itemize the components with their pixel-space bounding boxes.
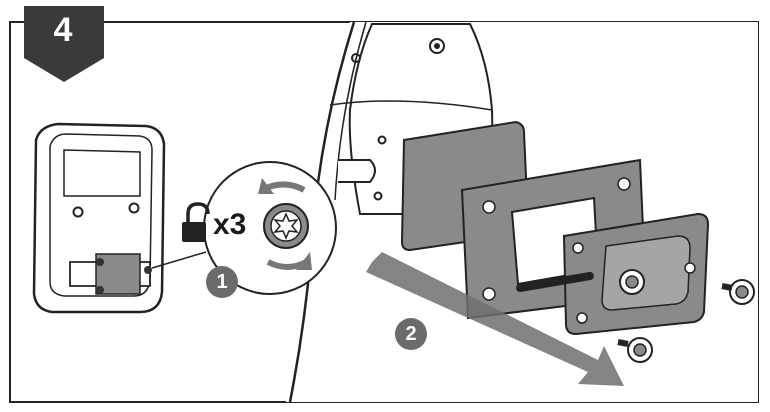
latch-plate-hole-3 (576, 312, 588, 324)
latch-plate-hole-1 (572, 242, 584, 254)
counterclockwise-rotation-arrows-icon (258, 178, 312, 270)
removal-direction-arrow-icon (366, 252, 624, 386)
mounting-shaft (338, 159, 376, 183)
rail-hole-top-inner (434, 43, 440, 49)
step-badge-2 (395, 318, 427, 350)
loose-screw-right (721, 279, 755, 305)
wall-edge-inner (334, 21, 367, 201)
lock-unit-bevel (63, 149, 141, 197)
callout-leader (151, 251, 207, 269)
rail-hole-top (429, 38, 445, 54)
latch-housing (601, 235, 691, 311)
latch-rod (516, 272, 594, 292)
rail-hole-mid (377, 135, 387, 145)
bracket-hole-1 (482, 200, 496, 214)
lock-unit-hole-right (128, 202, 140, 214)
step-number: 4 (53, 10, 73, 49)
rail-hole-low (373, 191, 383, 201)
latch-knob-inner (625, 275, 639, 289)
lock-unit-screw-2 (96, 286, 104, 294)
lock-unit-hole-left (72, 206, 84, 218)
bracket-hole-3 (482, 287, 496, 301)
screw-count-label: x3 (213, 208, 247, 241)
lock-unit-screw-1 (96, 258, 104, 266)
badge-number-2: 2 (405, 322, 417, 345)
badge-number-1: 1 (216, 270, 228, 293)
lock-unit-screw-3 (144, 266, 152, 274)
latch-plate-hole-2 (684, 262, 696, 274)
rail-hole-left (351, 53, 361, 63)
loose-screw-bottom (617, 337, 653, 363)
bracket-hole-2 (617, 177, 631, 191)
step-badge (24, 6, 104, 82)
unlocked-padlock-icon (182, 202, 210, 242)
torx-screw-head-icon (263, 203, 309, 249)
rail-fold (329, 100, 493, 111)
step-badge-1 (206, 266, 238, 298)
